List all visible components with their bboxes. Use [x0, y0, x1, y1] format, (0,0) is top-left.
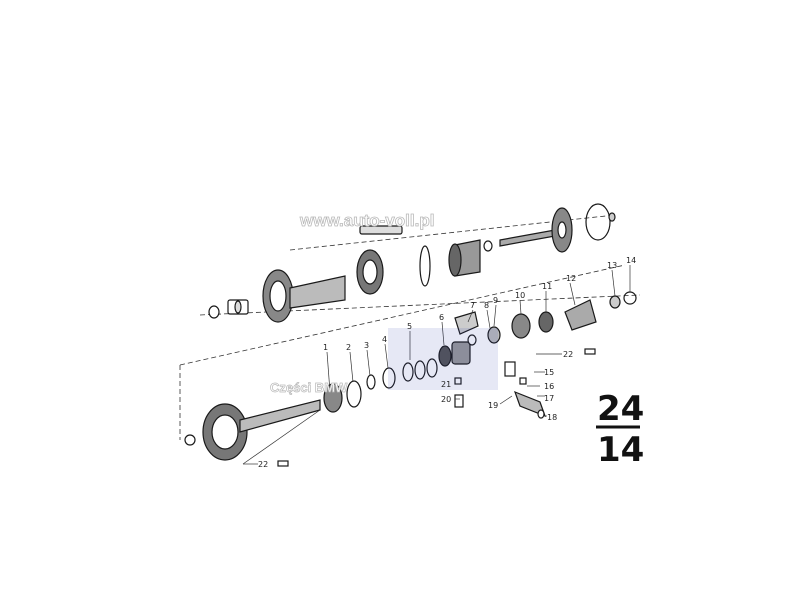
- callout-17: 17: [544, 394, 554, 403]
- callout-21: 21: [441, 380, 451, 389]
- group-number-top: 24: [597, 389, 644, 429]
- callout-3: 3: [364, 341, 369, 350]
- callout-19: 19: [488, 401, 498, 410]
- watermark-logo-block: [388, 328, 498, 390]
- callout-15: 15: [544, 368, 554, 377]
- callout-6: 6: [439, 313, 444, 322]
- callout-13: 13: [607, 261, 617, 270]
- callout-2: 2: [346, 343, 351, 352]
- callout-14: 14: [626, 256, 636, 265]
- watermark-overlay-text: Części BMW: [270, 380, 348, 395]
- group-number-bottom: 14: [597, 430, 644, 470]
- callout-8: 8: [484, 301, 489, 310]
- callout-16: 16: [544, 382, 554, 391]
- callout-1: 1: [323, 343, 328, 352]
- callout-10: 10: [515, 291, 525, 300]
- callout-22-shaft: 22: [258, 460, 268, 469]
- callout-5: 5: [407, 322, 412, 331]
- leader-lines: [242, 265, 631, 465]
- callout-12: 12: [566, 274, 576, 283]
- callout-numbers: 1 2 3 4 5 6 7 8 9 10 11 12 13 14 15 16 1…: [258, 256, 636, 469]
- callout-4: 4: [382, 335, 387, 344]
- upper-shaft-assembly: [208, 203, 616, 323]
- callout-18: 18: [547, 413, 557, 422]
- governor-assembly: [277, 291, 637, 467]
- callout-9: 9: [493, 296, 498, 305]
- callout-11: 11: [542, 282, 552, 291]
- callout-7: 7: [470, 301, 475, 310]
- output-shaft-assembly: [184, 358, 438, 461]
- callout-20: 20: [441, 395, 451, 404]
- group-number-fraction: 24 14: [596, 389, 644, 470]
- watermark-site-text: www.auto-voll.pl: [299, 211, 434, 230]
- callout-22-governor: 22: [563, 350, 573, 359]
